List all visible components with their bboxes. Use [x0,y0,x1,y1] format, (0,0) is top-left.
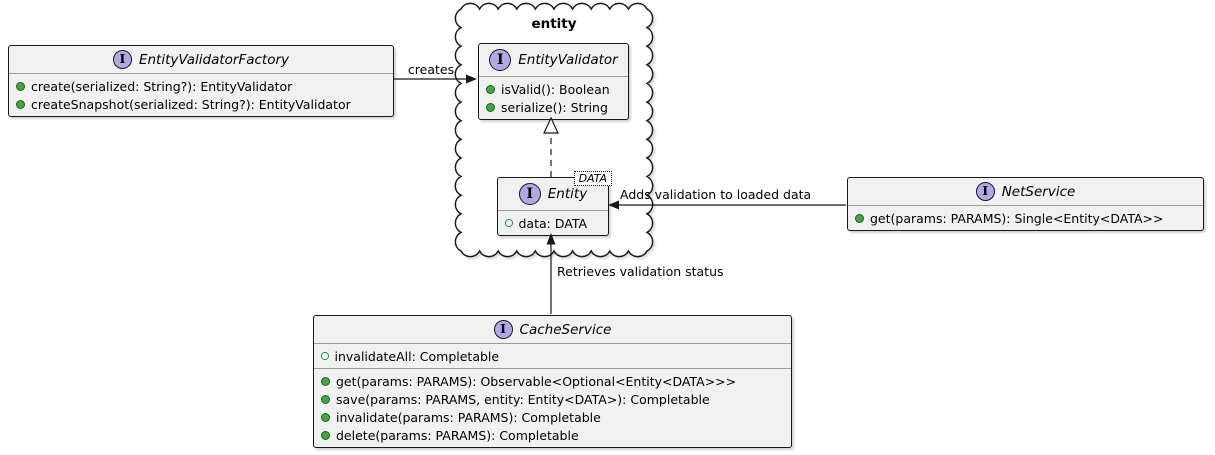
method-row: createSnapshot(serialized: String?): Ent… [9,95,393,113]
method-row: save(params: PARAMS, entity: Entity<DATA… [314,390,791,408]
fields-section: data: DATA [498,211,608,235]
fields-section: invalidateAll: Completable [314,344,791,368]
method-text: get(params: PARAMS): Observable<Optional… [336,373,737,389]
filled-arrowhead-icon [608,200,619,210]
edge-entity-implements-validator [543,116,559,177]
interface-header: I CacheService [314,316,791,344]
method-text: create(serialized: String?): EntityValid… [31,78,293,94]
interface-header: I EntityValidatorFactory [9,46,393,74]
edge-label-retrieves-status: Retrieves validation status [557,264,724,279]
interface-icon: I [518,183,541,205]
method-row: get(params: PARAMS): Observable<Optional… [314,372,791,390]
interface-entityvalidator: I EntityValidator isValid(): Boolean ser… [478,43,629,120]
methods-section: create(serialized: String?): EntityValid… [9,74,393,116]
interface-title: EntityValidatorFactory [138,51,290,68]
interface-header: I EntityValidator [479,44,628,77]
method-text: invalidate(params: PARAMS): Completable [336,409,601,425]
interface-icon: I [112,50,132,69]
method-row: create(serialized: String?): EntityValid… [9,77,393,95]
methods-section: get(params: PARAMS): Observable<Optional… [314,368,791,447]
interface-title: EntityValidator [518,52,618,68]
method-text: delete(params: PARAMS): Completable [336,427,579,443]
method-row: serialize(): String [479,98,628,116]
public-method-icon [855,213,864,223]
method-row: delete(params: PARAMS): Completable [314,426,791,444]
public-method-icon [16,81,25,91]
interface-cacheservice: I CacheService invalidateAll: Completabl… [313,315,792,448]
method-text: save(params: PARAMS, entity: Entity<DATA… [336,391,710,407]
field-text: invalidateAll: Completable [334,348,500,364]
package-title: entity [531,16,577,32]
method-text: get(params: PARAMS): Single<Entity<DATA>… [870,210,1164,226]
public-method-icon [486,84,495,94]
interface-netservice: I NetService get(params: PARAMS): Single… [847,177,1204,231]
method-text: createSnapshot(serialized: String?): Ent… [31,96,351,112]
interface-title: CacheService [519,321,612,338]
filled-arrowhead-icon [466,74,477,84]
method-row: get(params: PARAMS): Single<Entity<DATA>… [848,209,1203,227]
public-method-icon [321,430,330,440]
edge-label-adds-validation: Adds validation to loaded data [620,187,812,202]
edge-retrieves-status [546,233,556,314]
public-method-icon [321,394,330,404]
field-row: invalidateAll: Completable [314,347,791,365]
interface-title: NetService [1001,183,1076,200]
interface-title: Entity [547,186,588,202]
interface-entity: DATA I Entity data: DATA [497,171,612,236]
interface-header: I NetService [848,178,1203,206]
public-method-icon [321,412,330,422]
method-text: isValid(): Boolean [501,81,610,97]
public-method-icon [16,99,25,109]
field-icon [505,219,513,227]
methods-section: isValid(): Boolean serialize(): String [479,77,628,119]
field-icon [321,352,329,360]
interface-entityvalidatorfactory: I EntityValidatorFactory create(serializ… [8,45,394,117]
field-text: data: DATA [518,215,588,231]
field-row: data: DATA [498,214,608,232]
interface-icon: I [489,49,512,71]
interface-icon: I [493,320,513,339]
generic-type-tag: DATA [573,171,612,186]
interface-icon: I [975,182,995,201]
public-method-icon [321,376,330,386]
method-row: isValid(): Boolean [479,80,628,98]
hollow-triangle-arrowhead-icon [543,116,559,134]
public-method-icon [486,102,495,112]
edge-label-creates: creates [407,62,455,77]
methods-section: get(params: PARAMS): Single<Entity<DATA>… [848,206,1203,230]
method-row: invalidate(params: PARAMS): Completable [314,408,791,426]
method-text: serialize(): String [501,99,608,115]
